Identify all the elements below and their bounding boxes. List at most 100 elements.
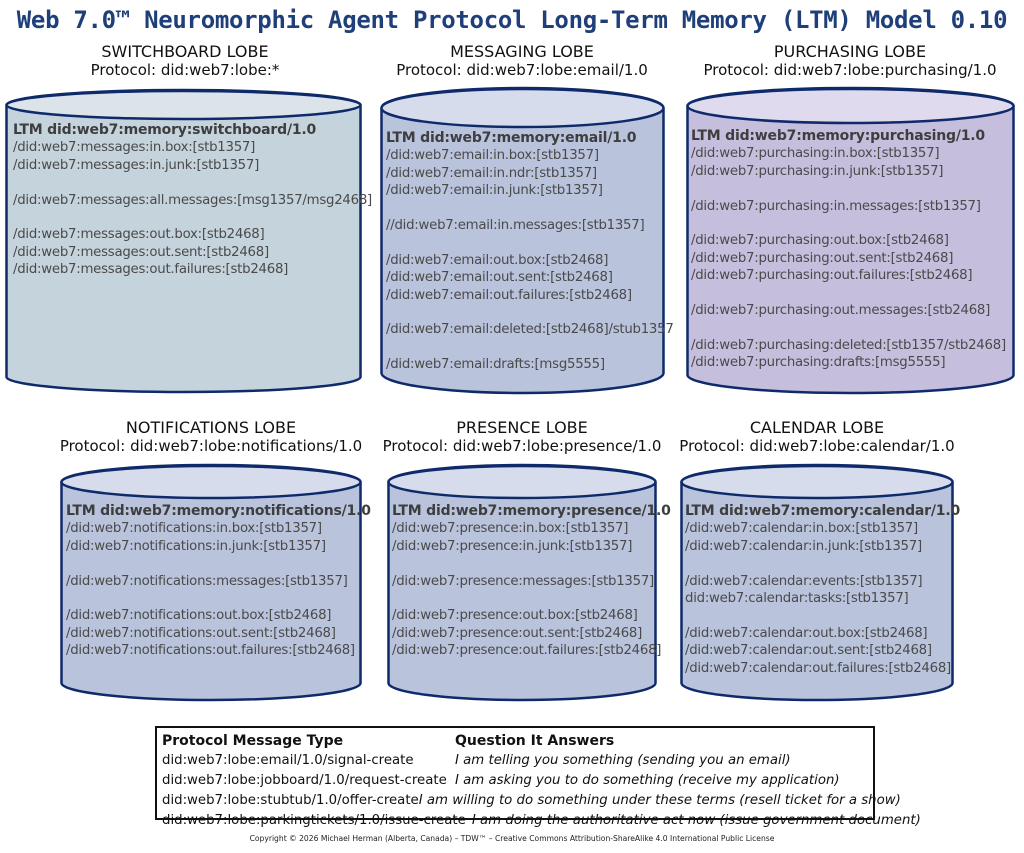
cylinder-top: [387, 464, 657, 500]
memory-path: /did:web7:notifications:in.box:[stb1357]: [66, 521, 322, 537]
lobe-name: PRESENCE LOBE: [456, 418, 588, 437]
ltm-entries: LTM did:web7:memory:email/1.0/did:web7:e…: [386, 130, 674, 373]
protocol-message-table: Protocol Message Type Question It Answer…: [155, 726, 921, 828]
memory-cylinder-notifications: LTM did:web7:memory:notifications/1.0/di…: [60, 463, 371, 702]
header-question-it-answers: Question It Answers: [455, 733, 615, 749]
memory-path: /did:web7:calendar:out.box:[stb2468]: [685, 625, 928, 641]
spacer: [13, 174, 372, 191]
ltm-memory-id: LTM did:web7:memory:switchboard/1.0: [13, 122, 317, 138]
ltm-entries: LTM did:web7:memory:purchasing/1.0/did:w…: [691, 128, 1006, 371]
memory-path: /did:web7:presence:out.sent:[stb2468]: [392, 625, 643, 641]
memory-path: /did:web7:presence:messages:[stb1357]: [392, 573, 654, 589]
ltm-entries: LTM did:web7:memory:notifications/1.0/di…: [66, 503, 371, 660]
memory-path: /did:web7:notifications:in.junk:[stb1357…: [66, 538, 326, 554]
table-header-row: Protocol Message Type Question It Answer…: [157, 731, 873, 751]
lobe-protocol: Protocol: did:web7:lobe:purchasing/1.0: [703, 61, 997, 79]
spacer: [386, 304, 674, 321]
spacer: [691, 319, 1006, 336]
ltm-entries: LTM did:web7:memory:calendar/1.0/did:web…: [685, 503, 960, 677]
memory-path: /did:web7:email:out.box:[stb2468]: [386, 252, 609, 268]
cylinder-top: [60, 464, 362, 500]
memory-path: /did:web7:email:in.junk:[stb1357]: [386, 183, 603, 199]
lobe-name: MESSAGING LOBE: [450, 42, 594, 61]
question-cell: I am asking you to do something (receive…: [455, 773, 840, 788]
memory-path: /did:web7:presence:out.failures:[stb2468…: [392, 643, 662, 659]
memory-path: /did:web7:email:out.failures:[stb2468]: [386, 287, 632, 303]
memory-path: /did:web7:messages:out.box:[stb2468]: [13, 227, 265, 243]
memory-path: /did:web7:notifications:messages:[stb135…: [66, 573, 348, 589]
ltm-entries: LTM did:web7:memory:presence/1.0/did:web…: [392, 503, 671, 660]
question-cell: I am willing to do something under these…: [418, 793, 901, 808]
table-row: did:web7:lobe:email/1.0/signal-create I …: [157, 751, 873, 771]
spacer: [386, 234, 674, 251]
memory-path: /did:web7:purchasing:in.messages:[stb135…: [691, 198, 981, 214]
memory-cylinder-presence: LTM did:web7:memory:presence/1.0/did:web…: [387, 463, 671, 702]
cylinder-shape: [380, 86, 665, 395]
message-type-cell: did:web7:lobe:stubtub/1.0/offer-create: [162, 793, 419, 808]
spacer: [386, 200, 674, 217]
memory-cylinder-messaging: LTM did:web7:memory:email/1.0/did:web7:e…: [380, 86, 674, 395]
message-type-cell: did:web7:lobe:email/1.0/signal-create: [162, 753, 414, 768]
ltm-memory-id: LTM did:web7:memory:notifications/1.0: [66, 503, 371, 519]
lobe-name: PURCHASING LOBE: [773, 42, 927, 61]
spacer: [66, 590, 371, 607]
cylinder-top: [680, 464, 954, 500]
ltm-entries: LTM did:web7:memory:switchboard/1.0/did:…: [13, 122, 372, 279]
cylinder-shape: [387, 463, 657, 702]
memory-path: /did:web7:calendar:in.box:[stb1357]: [685, 521, 918, 537]
memory-path: /did:web7:messages:out.failures:[stb2468…: [13, 262, 289, 278]
memory-cylinder-calendar: LTM did:web7:memory:calendar/1.0/did:web…: [680, 463, 960, 702]
memory-path: /did:web7:email:drafts:[msg5555]: [386, 357, 605, 373]
memory-path: /did:web7:notifications:out.box:[stb2468…: [66, 608, 332, 624]
table-row: did:web7:lobe:stubtub/1.0/offer-create I…: [157, 791, 901, 811]
cylinder-shape: [686, 86, 1015, 395]
spacer: [66, 555, 371, 572]
memory-path: /did:web7:notifications:out.failures:[st…: [66, 643, 355, 659]
spacer: [691, 215, 1006, 232]
lobe-protocol: Protocol: did:web7:lobe:presence/1.0: [382, 437, 662, 455]
message-type-cell: did:web7:lobe:jobboard/1.0/request-creat…: [162, 773, 447, 788]
memory-path: /did:web7:calendar:events:[stb1357]: [685, 573, 923, 589]
table-row: did:web7:lobe:parkingtickets/1.0/issue-c…: [157, 811, 921, 831]
spacer: [392, 590, 671, 607]
spacer: [13, 209, 372, 226]
ltm-memory-id: LTM did:web7:memory:presence/1.0: [392, 503, 671, 519]
spacer: [685, 555, 960, 572]
memory-path: /did:web7:presence:out.box:[stb2468]: [392, 608, 638, 624]
question-cell: I am telling you something (sending you …: [455, 753, 791, 768]
memory-path: /did:web7:messages:in.junk:[stb1357]: [13, 157, 260, 173]
memory-path: //did:web7:email:in.messages:[stb1357]: [386, 217, 645, 233]
memory-path: did:web7:calendar:tasks:[stb1357]: [685, 590, 909, 606]
lobe-name: CALENDAR LOBE: [749, 418, 885, 437]
spacer: [691, 285, 1006, 302]
cylinder-top: [5, 89, 362, 121]
memory-path: /did:web7:calendar:out.sent:[stb2468]: [685, 643, 932, 659]
memory-path: /did:web7:calendar:in.junk:[stb1357]: [685, 538, 922, 554]
memory-path: /did:web7:purchasing:out.sent:[stb2468]: [691, 250, 954, 266]
spacer: [685, 607, 960, 624]
memory-path: /did:web7:purchasing:out.failures:[stb24…: [691, 268, 973, 284]
memory-path: /did:web7:email:out.sent:[stb2468]: [386, 270, 613, 286]
memory-cylinder-purchasing: LTM did:web7:memory:purchasing/1.0/did:w…: [686, 86, 1015, 395]
lobe-protocol: Protocol: did:web7:lobe:email/1.0: [396, 61, 648, 79]
cylinder-shape: [680, 463, 954, 702]
memory-path: /did:web7:notifications:out.sent:[stb246…: [66, 625, 336, 641]
ltm-memory-id: LTM did:web7:memory:purchasing/1.0: [691, 128, 985, 144]
lobe-name: SWITCHBOARD LOBE: [101, 42, 269, 61]
spacer: [386, 339, 674, 356]
cylinder-shape: [60, 463, 362, 702]
spacer: [691, 180, 1006, 197]
memory-path: /did:web7:email:in.ndr:[stb1357]: [386, 165, 597, 181]
memory-path: /did:web7:purchasing:drafts:[msg5555]: [691, 355, 946, 371]
memory-path: /did:web7:calendar:out.failures:[stb2468…: [685, 660, 951, 676]
memory-path: /did:web7:messages:all.messages:[msg1357…: [13, 192, 372, 208]
ltm-memory-id: LTM did:web7:memory:calendar/1.0: [685, 503, 961, 519]
question-cell: I am doing the authoritative act now (is…: [455, 813, 921, 828]
memory-path: /did:web7:email:in.box:[stb1357]: [386, 148, 599, 164]
copyright-notice: Copyright © 2026 Michael Herman (Alberta…: [249, 834, 775, 843]
